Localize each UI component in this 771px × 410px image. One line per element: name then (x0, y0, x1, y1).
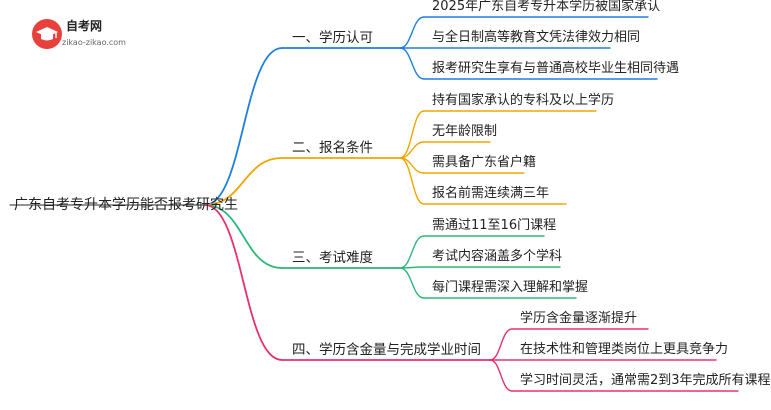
leaf-connector (399, 157, 425, 205)
branch-topic: 四、学历含金量与完成学业时间 (292, 342, 481, 358)
leaf-connector (399, 235, 425, 269)
leaf-connector (489, 328, 513, 361)
leaf-topic: 考试内容涵盖多个学科 (432, 249, 563, 264)
leaf-connector (399, 16, 425, 49)
leaf-topic: 报考研究生享有与普通高校毕业生相同待遇 (432, 61, 680, 76)
leaf-topic: 在技术性和管理类岗位上更具竞争力 (520, 342, 729, 357)
branch-connector (204, 204, 283, 361)
mindmap: 自考网 zikao-zikao.com 广东自考专升本学历能否报考研究生 一、学… (9, 0, 771, 392)
leaf-topic: 无年龄限制 (432, 124, 498, 139)
branch-connector (204, 157, 283, 206)
branch-connector (204, 47, 283, 206)
logo-url: zikao-zikao.com (62, 38, 126, 47)
leaf-connector (489, 359, 513, 392)
branch-topic: 二、报名条件 (292, 140, 373, 156)
leaf-topic: 持有国家承认的专科及以上学历 (432, 93, 615, 108)
leaf-connector (399, 47, 425, 80)
leaf-topic: 2025年广东自考专升本学历被国家承认 (432, 0, 661, 14)
root-topic: 广东自考专升本学历能否报考研究生 (14, 197, 238, 213)
branch-topic: 一、学历认可 (292, 30, 373, 46)
leaf-topic: 报名前需连续满三年 (432, 186, 550, 201)
leaf-topic: 需通过11至16门课程 (432, 218, 557, 233)
leaf-topic: 每门课程需深入理解和掌握 (432, 280, 589, 295)
leaf-topic: 需具备广东省户籍 (432, 155, 537, 170)
branch-topic: 三、考试难度 (292, 250, 373, 266)
leaf-connector (399, 267, 425, 299)
leaf-connector (399, 110, 425, 159)
branch-connector (204, 204, 283, 269)
leaf-connector (399, 141, 425, 159)
graduation-cap-icon (32, 19, 62, 49)
site-logo (30, 15, 150, 55)
connector-layer (9, 16, 739, 392)
logo-title: 自考网 (66, 19, 103, 33)
leaf-topic: 与全日制高等教育文凭法律效力相同 (432, 30, 641, 45)
leaf-topic: 学习时间灵活，通常需2到3年完成所有课程 (520, 373, 771, 388)
leaf-topic: 学历含金量逐渐提升 (520, 311, 638, 326)
